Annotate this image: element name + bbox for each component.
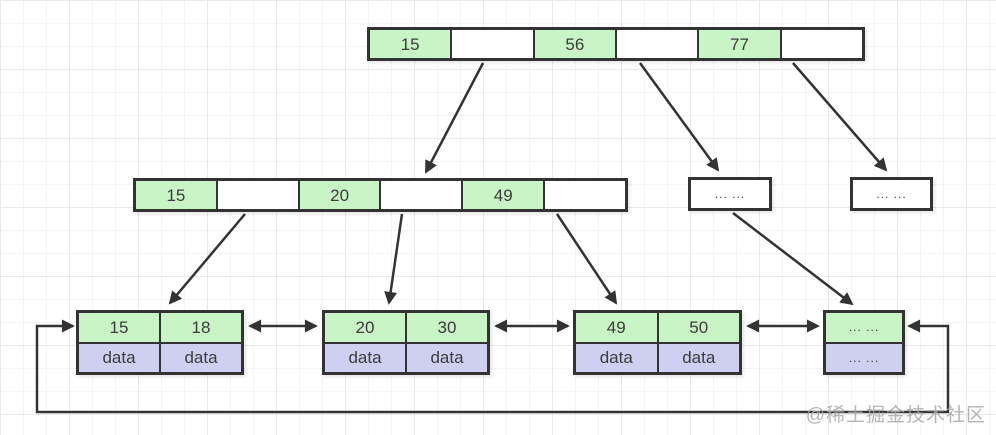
leaf-data-cell: data (656, 343, 739, 372)
leaf-data-cell: data (79, 343, 159, 372)
leaf-data-cell: data (405, 343, 487, 372)
leaf-data-cell: data (576, 343, 657, 372)
pointer-cell (779, 30, 862, 58)
key-cell: 56 (532, 30, 615, 58)
leaf-key-cell: ... ... (826, 313, 902, 342)
leaf-node-3: 49 50 data data (573, 310, 742, 375)
key-cell: 20 (297, 181, 380, 209)
arrow-root-to-internal (424, 62, 485, 174)
leaf-data-cell: data (159, 343, 241, 372)
internal-node: 15 20 49 (133, 178, 628, 212)
key-cell: 15 (136, 181, 216, 209)
key-cell: 15 (370, 30, 451, 58)
ellipsis-node-right: ... ... (850, 177, 933, 211)
leaf-key-cell: 30 (405, 313, 487, 342)
arrow-internal-to-leaf1 (168, 213, 246, 305)
leaf-node-1: 15 18 data data (76, 310, 244, 375)
arrow-root-to-ellipsis-right (792, 62, 888, 172)
leaf-node-4: ... ... ... ... (823, 310, 905, 375)
leaf-node-2: 20 30 data data (322, 310, 490, 375)
leaf-data-cell: ... ... (826, 343, 902, 372)
leaf-data-cell: data (325, 343, 405, 372)
arrow-internal-to-leaf3 (555, 213, 618, 305)
pointer-cell (379, 181, 462, 209)
root-node: 15 56 77 (367, 27, 865, 61)
watermark: @稀土掘金技术社区 (805, 405, 986, 426)
leaf-key-cell: 50 (656, 313, 739, 342)
arrow-ellipsis-to-leaf4 (732, 212, 854, 306)
pointer-cell (614, 30, 698, 58)
arrow-root-to-ellipsis-left (638, 62, 720, 172)
leaf-key-cell: 49 (576, 313, 657, 342)
key-cell: 77 (697, 30, 780, 58)
ellipsis-node-left: ... ... (688, 177, 772, 211)
arrow-internal-to-leaf2 (384, 213, 404, 305)
pointer-cell (450, 30, 533, 58)
leaf-key-cell: 15 (79, 313, 159, 342)
ellipsis-cell: ... ... (691, 180, 769, 208)
leaf-key-cell: 20 (325, 313, 405, 342)
key-cell: 49 (461, 181, 544, 209)
pointer-cell (215, 181, 298, 209)
ellipsis-cell: ... ... (853, 180, 930, 208)
leaf-key-cell: 18 (159, 313, 241, 342)
pointer-cell (543, 181, 625, 209)
